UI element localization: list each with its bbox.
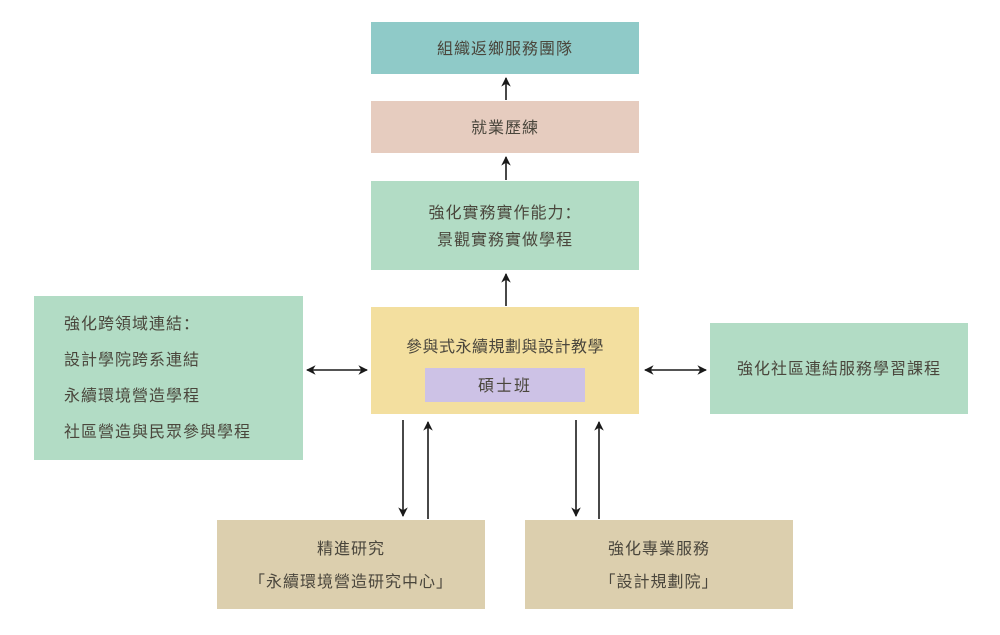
masters-program-box: 碩士班: [425, 368, 585, 402]
community-service-box: 強化社區連結服務學習課程: [710, 323, 968, 414]
cross-domain-box: 強化跨領域連結： 設計學院跨系連結 永續環境營造學程 社區營造與民眾參與學程: [34, 296, 303, 460]
cross-domain-line-4: 社區營造與民眾參與學程: [64, 422, 252, 441]
service-line-1: 強化專業服務: [607, 538, 710, 558]
practice-box: 強化實務實作能力： 景觀實務實做學程: [371, 181, 639, 270]
masters-program-label: 碩士班: [477, 375, 532, 395]
practice-line-2: 景觀實務實做學程: [436, 229, 573, 249]
employment-label: 就業歷練: [470, 117, 539, 137]
employment-box: 就業歷練: [371, 101, 639, 153]
cross-domain-line-3: 永續環境營造學程: [64, 386, 201, 405]
center-teaching-box: 參與式永續規劃與設計教學 碩士班: [371, 307, 639, 414]
cross-domain-line-2: 設計學院跨系連結: [64, 350, 201, 369]
center-title: 參與式永續規劃與設計教學: [405, 337, 604, 356]
community-service-label: 強化社區連結服務學習課程: [736, 359, 941, 378]
service-line-2: 「設計規劃院」: [599, 571, 719, 591]
research-box: 精進研究 「永續環境營造研究中心」: [217, 520, 485, 609]
research-line-1: 精進研究: [316, 538, 385, 558]
service-team-label: 組織返鄉服務團隊: [436, 38, 573, 58]
practice-line-1: 強化實務實作能力：: [428, 202, 582, 222]
service-team-box: 組織返鄉服務團隊: [371, 22, 639, 74]
professional-service-box: 強化專業服務 「設計規劃院」: [525, 520, 793, 609]
cross-domain-line-1: 強化跨領域連結：: [64, 314, 201, 333]
research-line-2: 「永續環境營造研究中心」: [248, 571, 453, 591]
